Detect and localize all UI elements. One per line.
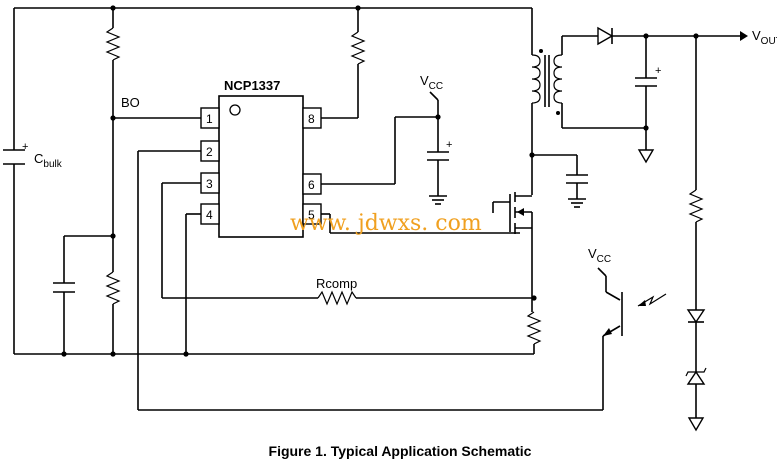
pin-3-label: 3 xyxy=(206,177,213,191)
pin-2-label: 2 xyxy=(206,145,213,159)
pin8-resistor xyxy=(321,8,366,119)
c-bulk-label: Cbulk xyxy=(34,151,63,170)
pin-6-label: 6 xyxy=(308,178,315,192)
watermark-text: www. jdwxs. com xyxy=(290,211,482,236)
rcomp-label: Rcomp xyxy=(316,276,357,291)
pin-routing: Rcomp xyxy=(137,150,603,411)
bulk-capacitor: + Cbulk xyxy=(3,141,63,170)
plus-sign-bulk: + xyxy=(22,141,28,153)
pin-1-label: 1 xyxy=(206,112,213,126)
plus-sign-vcc: + xyxy=(446,139,452,151)
top-rail xyxy=(13,5,532,354)
ncp1337-ic: NCP1337 1 2 3 4 5 6 8 xyxy=(200,78,322,238)
pin-4-label: 4 xyxy=(206,208,213,222)
power-stage xyxy=(492,8,588,354)
plus-sign-out: + xyxy=(655,65,661,77)
vout-label: VOUT xyxy=(752,28,777,47)
vcc-label-1: VCC xyxy=(420,73,443,92)
bo-label: BO xyxy=(121,95,140,110)
feedback-chain xyxy=(685,36,707,432)
secondary-side: VOUT + xyxy=(553,26,777,164)
ic-part-number: NCP1337 xyxy=(224,78,280,93)
optocoupler-transistor: VCC xyxy=(588,246,667,410)
vcc-supply: VCC + xyxy=(321,73,452,205)
pin-5-label: 5 xyxy=(308,208,315,222)
bo-divider: BO xyxy=(53,8,201,354)
bottom-rail xyxy=(14,351,534,357)
figure-caption: Figure 1. Typical Application Schematic xyxy=(269,443,532,459)
pin-8-label: 8 xyxy=(308,112,315,126)
vcc-label-2: VCC xyxy=(588,246,611,265)
